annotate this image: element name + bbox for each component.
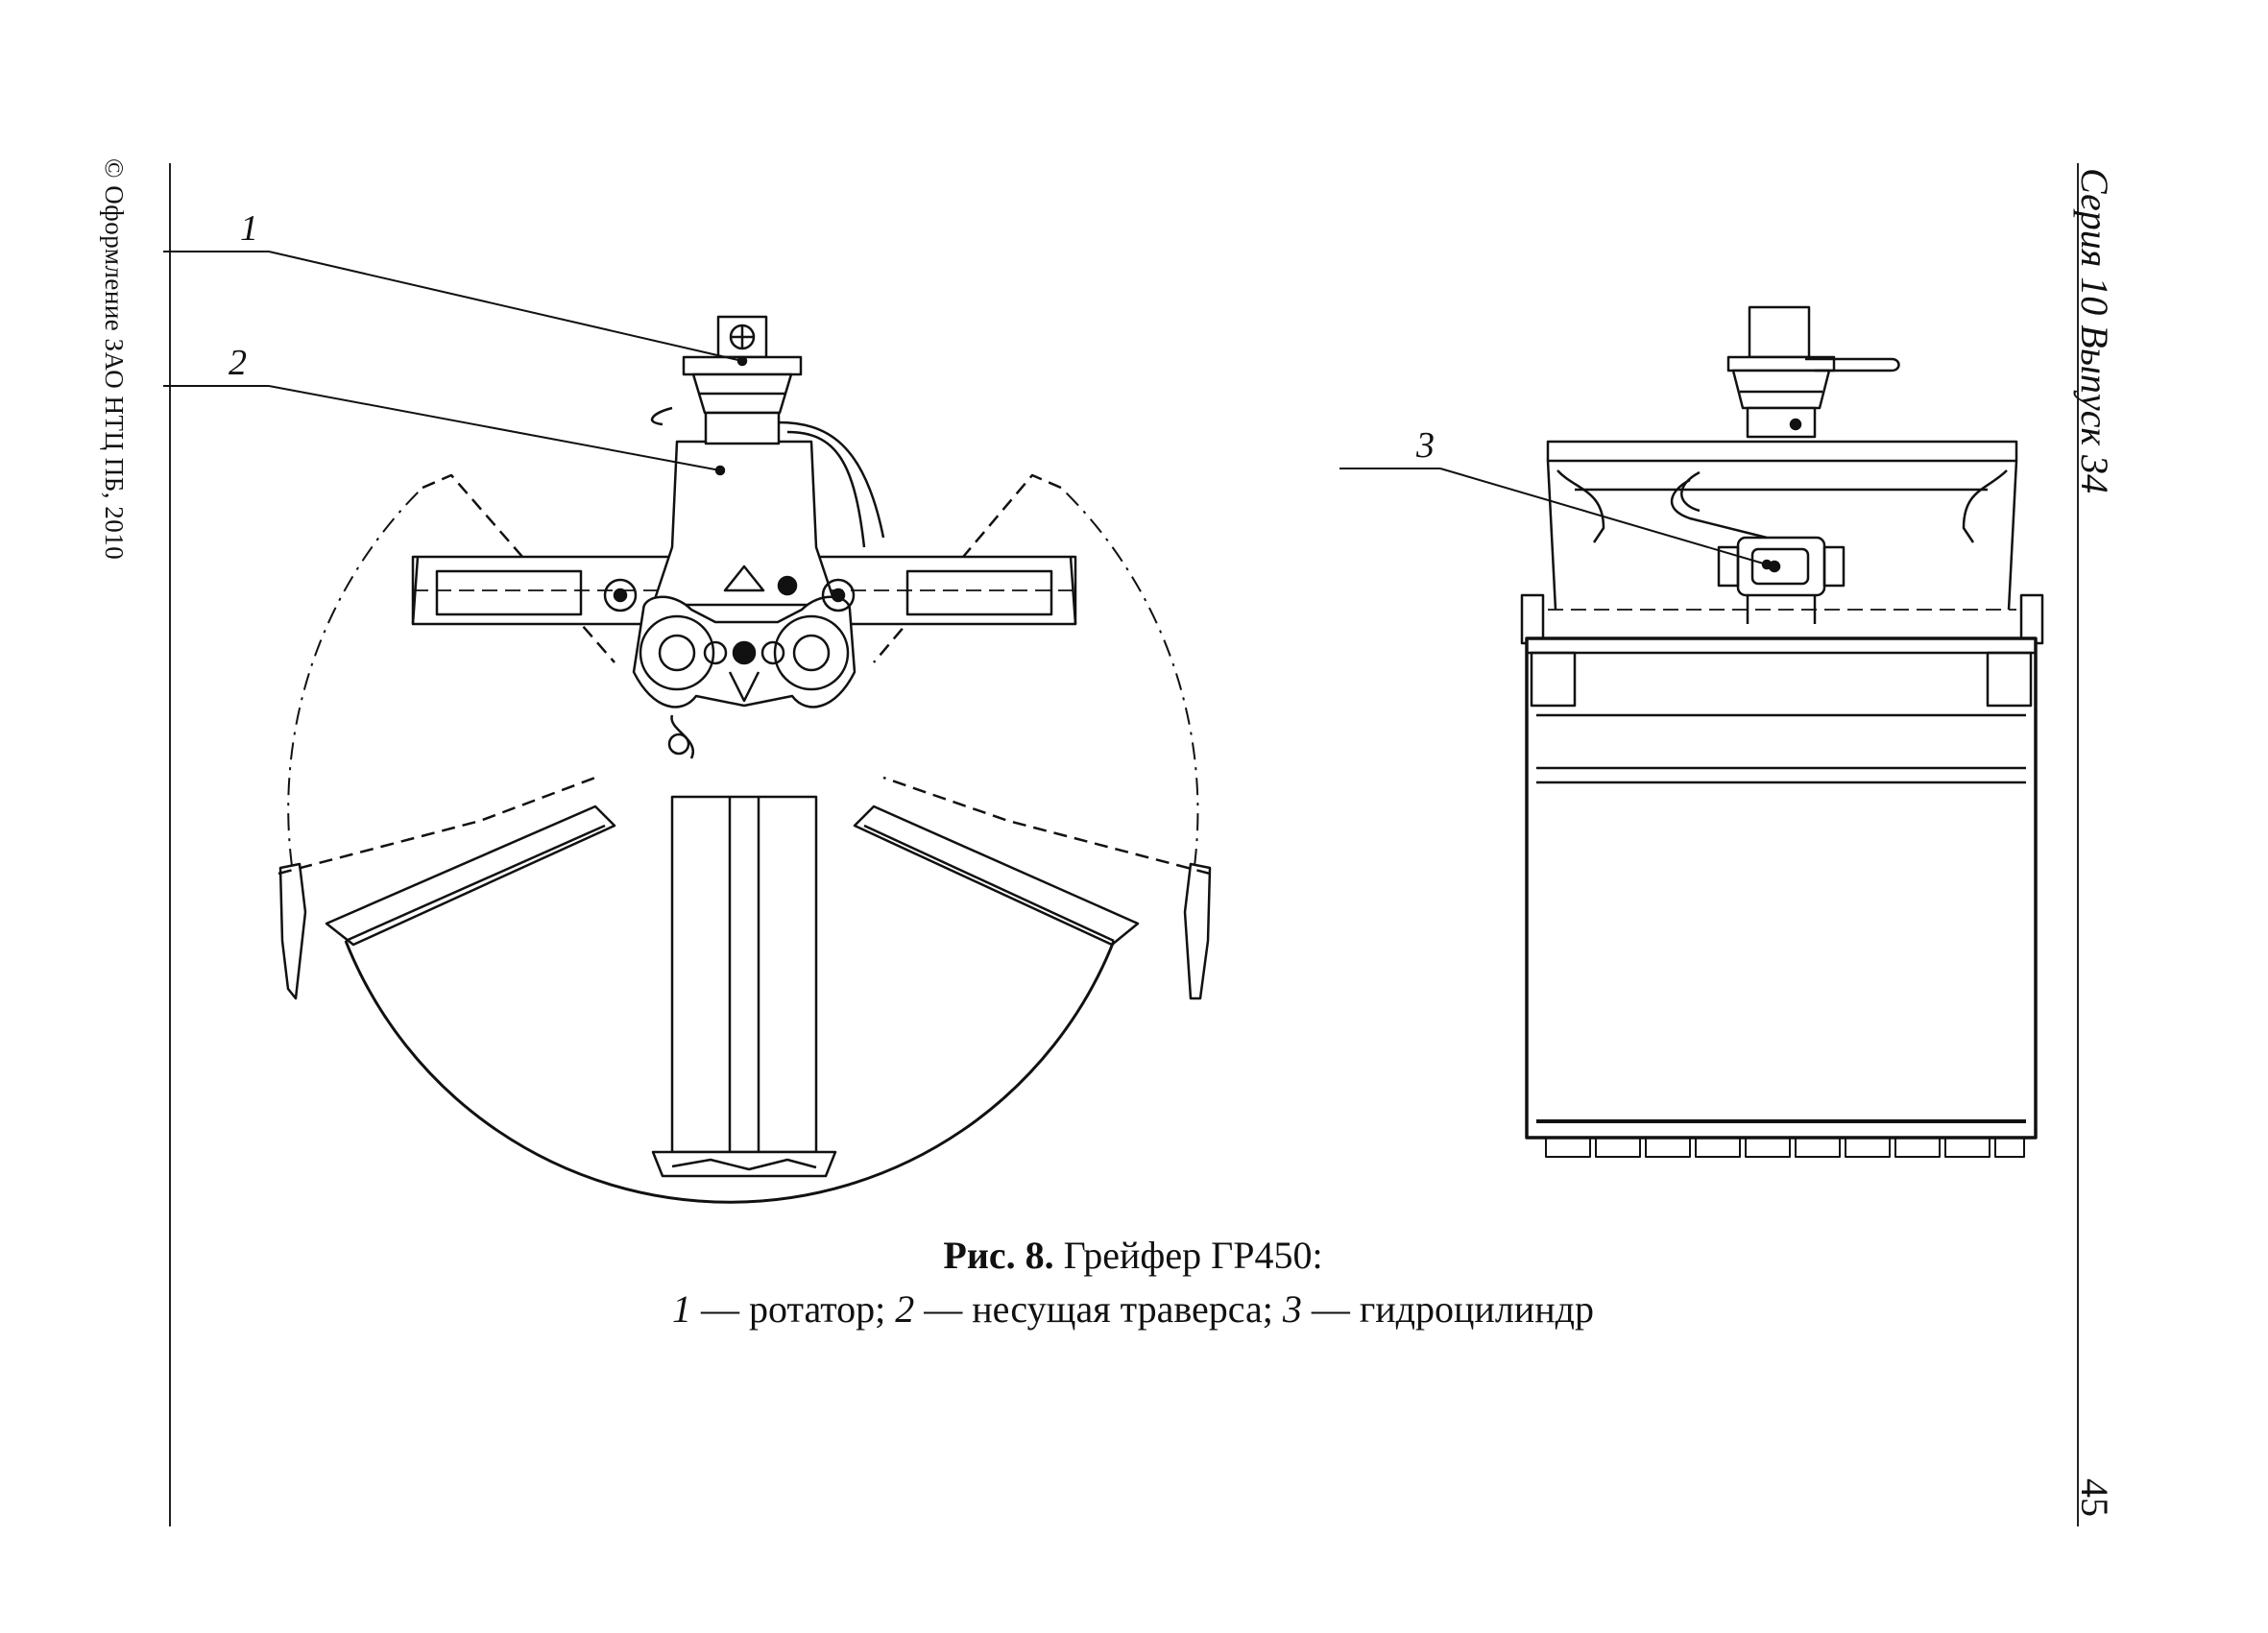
legend-item-2-number: 2	[895, 1287, 915, 1331]
callout-2: 2	[163, 343, 726, 476]
legend-item-1-text: — ротатор;	[691, 1287, 896, 1331]
copyright-notice: © Оформление ЗАО НТЦ ПБ, 2010	[100, 158, 129, 561]
legend-item-3-number: 3	[1282, 1287, 1302, 1331]
figure-caption: Рис. 8. Грейфер ГР450: 1 — ротатор; 2 — …	[384, 1229, 1882, 1336]
side-view-drawing	[1520, 305, 2044, 1158]
callout-3: 3	[1339, 425, 1773, 570]
page-number: 45	[2073, 1478, 2116, 1517]
legend-item-2-text: — несущая траверса;	[914, 1287, 1283, 1331]
callout-1: 1	[163, 208, 748, 367]
bucket-teeth	[1545, 1137, 2025, 1158]
callout-2-label: 2	[229, 343, 247, 383]
callout-3-label: 3	[1415, 425, 1435, 466]
legend-item-1-number: 1	[672, 1287, 692, 1331]
series-header: Серия 10 Выпуск 34	[2073, 168, 2116, 494]
figure-number: Рис. 8.	[943, 1234, 1054, 1277]
right-margin-rule	[2077, 163, 2079, 1526]
figure-title: Грейфер ГР450:	[1053, 1234, 1323, 1277]
caption-title-line: Рис. 8. Грейфер ГР450:	[384, 1229, 1882, 1283]
caption-legend-line: 1 — ротатор; 2 — несущая траверса; 3 — г…	[384, 1283, 1882, 1336]
front-view-drawing	[277, 315, 1212, 1204]
left-margin-rule	[169, 163, 171, 1526]
callout-1-label: 1	[240, 208, 258, 249]
grab-drawing: 1 2	[163, 208, 2044, 1204]
legend-item-3-text: — гидроцилиндр	[1301, 1287, 1594, 1331]
